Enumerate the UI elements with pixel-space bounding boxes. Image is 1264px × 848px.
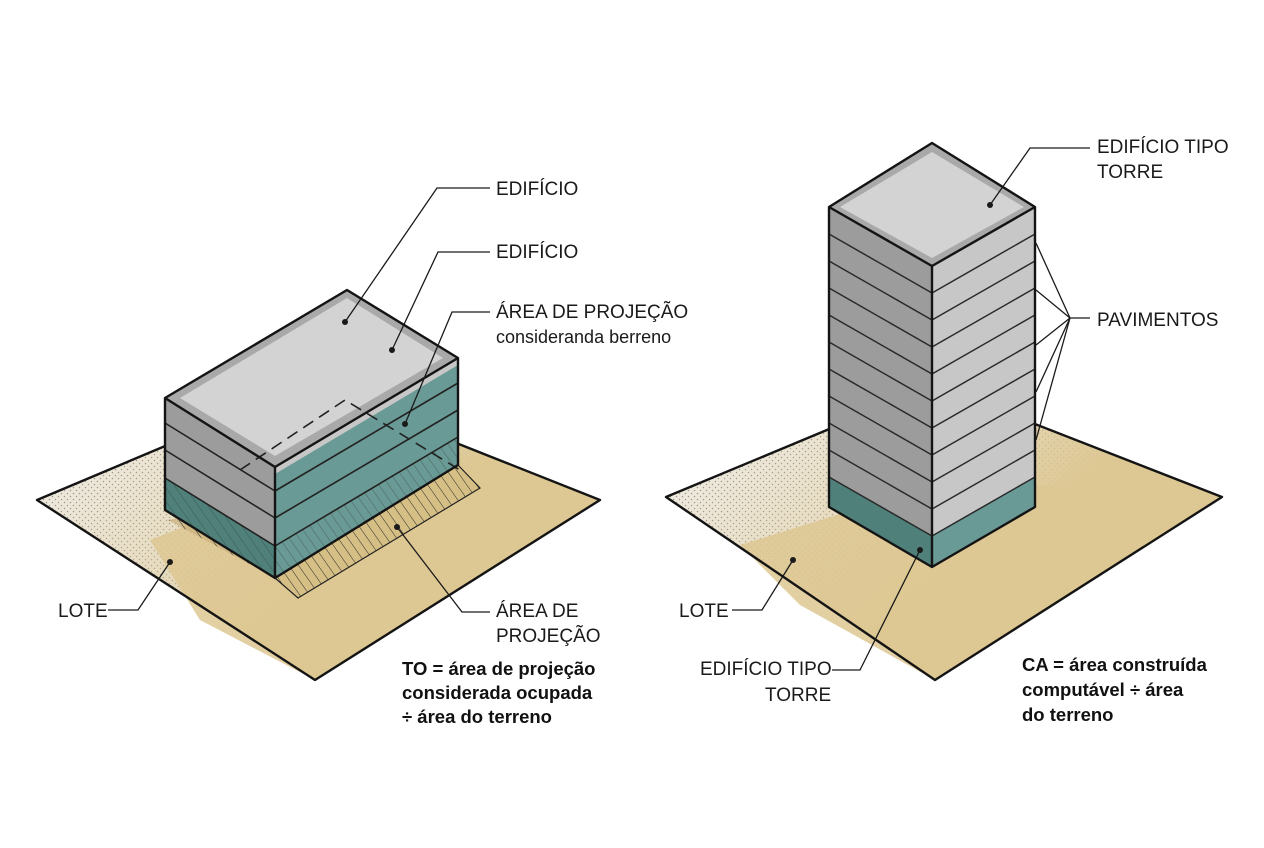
leaders-right xyxy=(732,147,1090,671)
formula-ca-line3: do terreno xyxy=(1022,704,1113,725)
label-area-projecao-top: ÁREA DE PROJEÇÃO xyxy=(496,301,688,323)
formula-ca-line2: computável ÷ área xyxy=(1022,679,1184,700)
label-edificio-torre-bottom-2: TORRE xyxy=(765,685,831,706)
building-left xyxy=(163,288,461,580)
label-area-projecao-top-sub: consideranda berreno xyxy=(496,327,671,347)
formula-ca-line1: CA = área construída xyxy=(1022,654,1208,675)
label-edificio-torre-top-1: EDIFÍCIO TIPO xyxy=(1097,137,1229,158)
formula-to-line3: ÷ área do terreno xyxy=(402,706,552,727)
right-diagram: EDIFÍCIO TIPO TORRE PAVIMENTOS LOTE EDIF… xyxy=(664,137,1229,725)
label-lote-right: LOTE xyxy=(679,601,729,622)
left-diagram: EDIFÍCIO EDIFÍCIO ÁREA DE PROJEÇÃO consi… xyxy=(35,179,688,727)
label-area-projecao-bottom-2: PROJEÇÃO xyxy=(496,625,601,647)
label-pavimentos: PAVIMENTOS xyxy=(1097,310,1218,331)
formula-to-line1: TO = área de projeção xyxy=(402,658,595,679)
label-edificio-torre-top-2: TORRE xyxy=(1097,162,1163,183)
label-edificio-1: EDIFÍCIO xyxy=(496,179,578,200)
leaders-left xyxy=(108,187,490,613)
tower-right xyxy=(827,141,1037,569)
formula-to-line2: considerada ocupada xyxy=(402,682,593,703)
label-edificio-torre-bottom-1: EDIFÍCIO TIPO xyxy=(700,659,832,680)
label-area-projecao-bottom-1: ÁREA DE xyxy=(496,601,578,622)
label-edificio-2: EDIFÍCIO xyxy=(496,242,578,263)
label-lote-left: LOTE xyxy=(58,601,108,622)
